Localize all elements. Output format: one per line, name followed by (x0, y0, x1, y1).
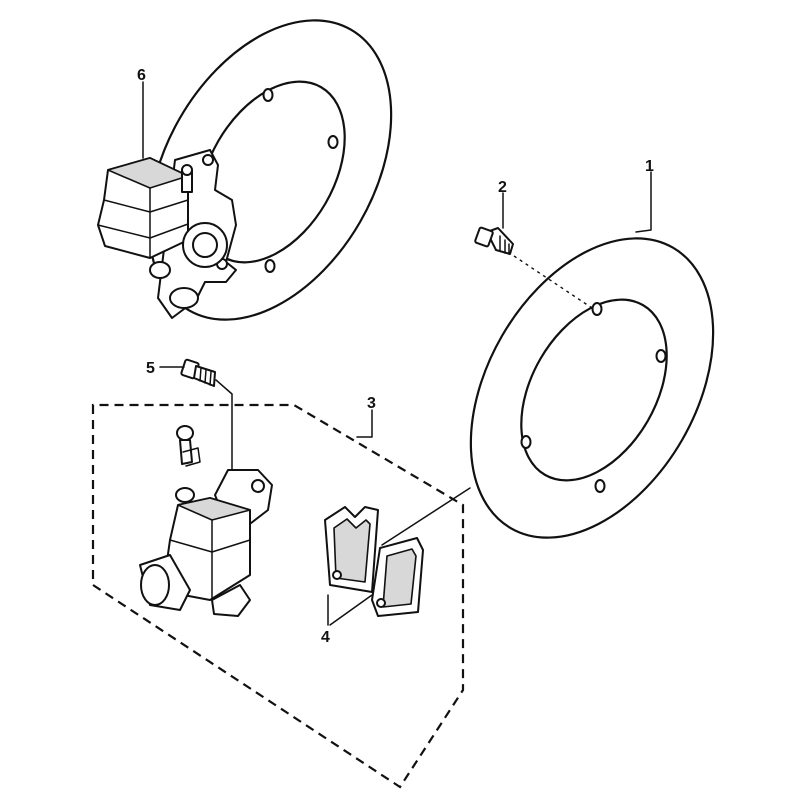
callout-2: 2 (498, 179, 507, 196)
callout-5: 5 (146, 360, 155, 377)
caliper-assembly-3 (139, 425, 273, 617)
brake-disc-1 (469, 237, 715, 539)
disc-bolt-2 (474, 226, 593, 309)
callout-leaders (142, 81, 652, 626)
caliper-assembly-group-box (91, 403, 465, 789)
callout-6: 6 (137, 67, 146, 84)
caliper-bolt-5 (180, 358, 233, 471)
callout-4: 4 (321, 629, 330, 646)
brake-pads-4 (324, 487, 471, 617)
callout-3: 3 (367, 395, 376, 412)
assembled-caliper (97, 149, 237, 319)
callout-1: 1 (645, 158, 654, 175)
